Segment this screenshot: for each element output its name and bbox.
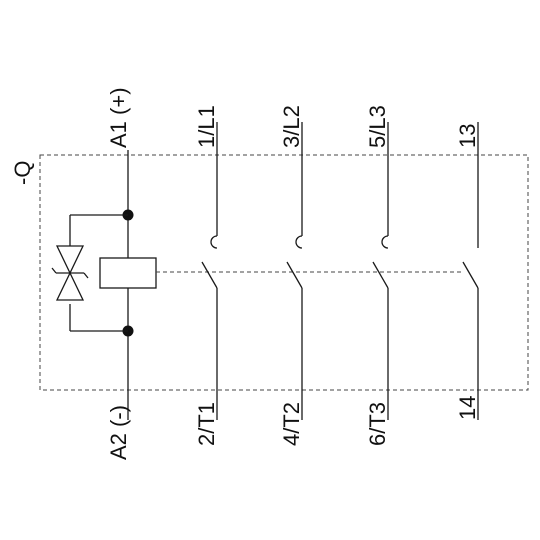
main-contact-1-top-label: 1/L1 — [194, 105, 219, 148]
aux-contact-top-label: 13 — [455, 124, 480, 148]
main-contact-1-bottom-label: 2/T1 — [194, 402, 219, 446]
device-designation: -Q — [10, 161, 35, 185]
main-contact-1: 1/L1 2/T1 — [194, 105, 219, 446]
main-contact-2-top-label: 3/L2 — [279, 105, 304, 148]
coil-terminal-top-label: A1 (+) — [106, 87, 131, 148]
main-contact-2-bottom-label: 4/T2 — [279, 402, 304, 446]
coil-circuit: A1 (+) A2 (-) — [51, 87, 157, 460]
device-boundary — [39, 154, 529, 391]
main-contact-3-top-label: 5/L3 — [365, 105, 390, 148]
main-contact-2: 3/L2 4/T2 — [279, 105, 304, 446]
main-contact-3: 5/L3 6/T3 — [365, 105, 390, 446]
coil-terminal-bottom-label: A2 (-) — [106, 405, 131, 460]
surge-suppressor — [51, 214, 128, 332]
coil-symbol — [99, 257, 157, 289]
main-contact-3-bottom-label: 6/T3 — [365, 402, 390, 446]
auxiliary-contact: 13 14 — [455, 122, 480, 420]
aux-contact-bottom-label: 14 — [455, 396, 480, 420]
